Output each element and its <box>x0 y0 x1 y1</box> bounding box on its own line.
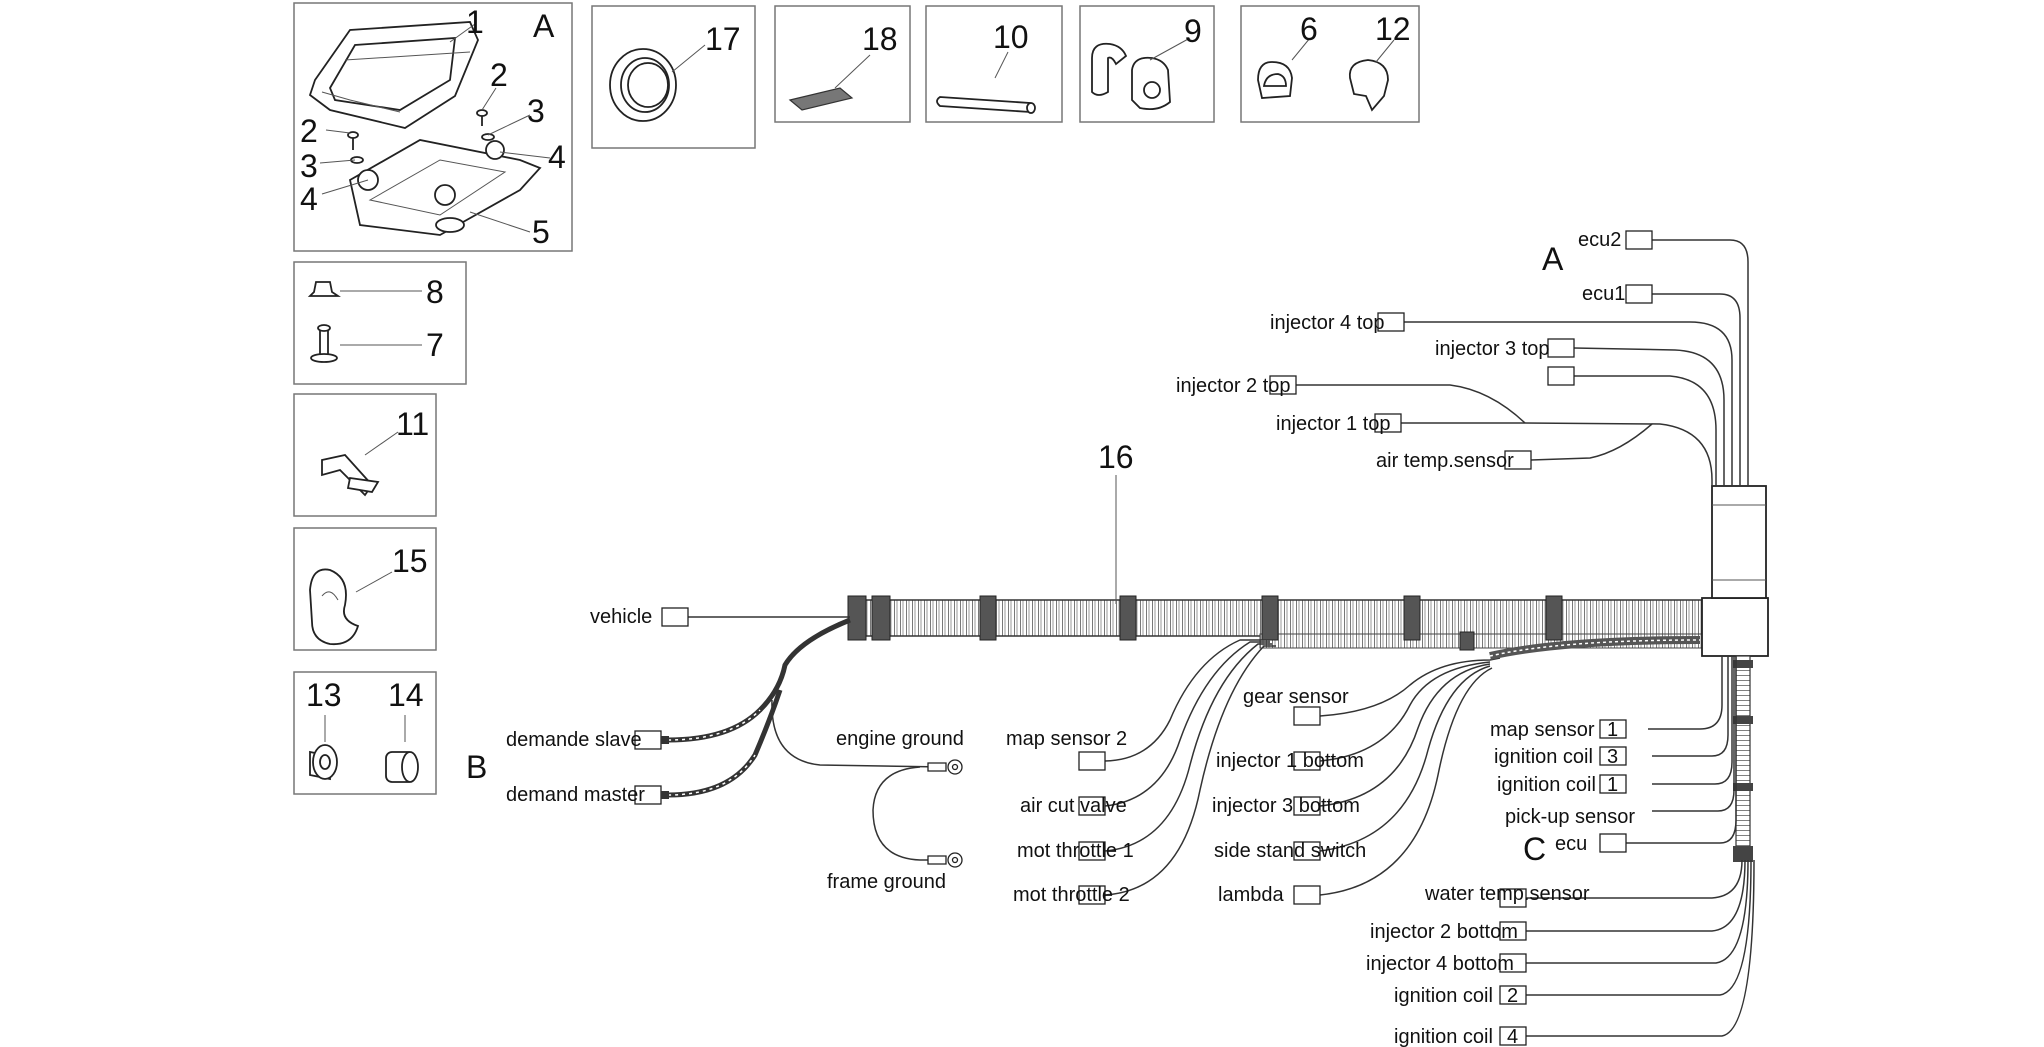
label-injector-3-bottom: injector 3 bottom <box>1212 795 1360 817</box>
part-number-4: 4 <box>548 139 566 175</box>
label-ignition-coil-4: ignition coil <box>1394 1026 1493 1047</box>
part-number-3-left: 3 <box>300 148 318 184</box>
label-frame-ground: frame ground <box>827 871 946 893</box>
label-ecu1: ecu1 <box>1582 283 1625 305</box>
label-injector-2-top: injector 2 top <box>1176 375 1291 397</box>
label-ignition-coil-2: ignition coil <box>1394 985 1493 1007</box>
part-number-10: 10 <box>993 19 1029 55</box>
pin-number-ignition-coil-1: 1 <box>1607 774 1618 796</box>
part-number-17: 17 <box>705 21 741 57</box>
panel-ecu-assembly: 1 A 2 3 4 2 3 4 5 <box>293 2 573 252</box>
panel-clip-11: 11 <box>293 393 437 517</box>
pin-number-ignition-coil-3: 3 <box>1607 746 1618 768</box>
part-number-7: 7 <box>426 327 444 363</box>
section-label-a-inset: A <box>533 8 555 44</box>
part-number-4-left: 4 <box>300 181 318 217</box>
section-label-c: C <box>1523 831 1546 867</box>
section-label-b: B <box>466 749 487 785</box>
part-number-3: 3 <box>527 93 545 129</box>
part-number-2-left: 2 <box>300 113 318 149</box>
label-gear-sensor: gear sensor <box>1243 686 1349 708</box>
label-ecu: ecu <box>1555 833 1587 855</box>
part-number-1: 1 <box>466 4 484 40</box>
left-wires <box>667 616 963 868</box>
connector-boxes <box>634 230 1653 973</box>
part-number-8: 8 <box>426 274 444 310</box>
label-water-temp-sensor: water temp.sensor <box>1424 883 1590 905</box>
pin-boxes: 1 3 1 2 4 <box>1499 719 1627 1047</box>
pin-number-ignition-coil-2: 2 <box>1507 985 1518 1007</box>
label-mot-throttle-1: mot throttle 1 <box>1017 840 1134 862</box>
top-labels: ecu2 ecu1 injector 4 top injector 3 top … <box>1176 229 1625 472</box>
panel-grommet-17: 17 <box>591 5 756 149</box>
panel-bushings-13-14: 13 14 <box>293 671 437 795</box>
left-labels: vehicle demande slave demand master engi… <box>506 606 964 893</box>
part-number-12: 12 <box>1375 11 1411 47</box>
middle-wires <box>1104 639 1276 896</box>
label-vehicle: vehicle <box>590 606 652 628</box>
panel-tube-10: 10 <box>925 5 1063 123</box>
right-labels: map sensor ignition coil ignition coil p… <box>1366 719 1635 1047</box>
label-pick-up-sensor: pick-up sensor <box>1505 806 1635 828</box>
top-wires <box>1296 239 1749 486</box>
label-injector-3-top: injector 3 top <box>1435 338 1550 360</box>
label-ignition-coil-1: ignition coil <box>1497 774 1596 796</box>
panel-pad-18: 18 <box>774 5 911 123</box>
part-number-14: 14 <box>388 677 424 713</box>
label-air-temp-sensor: air temp.sensor <box>1376 450 1514 472</box>
label-injector-2-bottom: injector 2 bottom <box>1370 921 1518 943</box>
label-lambda: lambda <box>1218 884 1284 906</box>
label-side-stand-switch: side stand switch <box>1214 840 1366 862</box>
label-demande-slave: demande slave <box>506 729 642 751</box>
panel-bracket-15: 15 <box>293 527 437 651</box>
middle-labels: map sensor 2 air cut valve mot throttle … <box>1006 728 1134 906</box>
part-number-6: 6 <box>1300 11 1318 47</box>
panel-clips-9: 9 <box>1079 5 1215 123</box>
part-number-2: 2 <box>490 57 508 93</box>
label-injector-1-bottom: injector 1 bottom <box>1216 750 1364 772</box>
label-mot-throttle-2: mot throttle 2 <box>1013 884 1130 906</box>
section-label-a: A <box>1542 241 1564 277</box>
label-engine-ground: engine ground <box>836 728 964 750</box>
center-wires <box>1319 636 1701 896</box>
part-number-11: 11 <box>396 406 429 442</box>
label-injector-1-top: injector 1 top <box>1276 413 1391 435</box>
panel-fasteners-7-8: 8 7 <box>293 261 467 385</box>
label-injector-4-bottom: injector 4 bottom <box>1366 953 1514 975</box>
pin-number-ignition-coil-4: 4 <box>1507 1026 1518 1047</box>
label-air-cut-valve: air cut valve <box>1020 795 1127 817</box>
label-map-sensor-2: map sensor 2 <box>1006 728 1127 750</box>
label-ecu2: ecu2 <box>1578 229 1621 251</box>
label-ignition-coil-3: ignition coil <box>1494 746 1593 768</box>
part-number-16: 16 <box>1098 439 1134 475</box>
pin-number-map-sensor: 1 <box>1607 719 1618 741</box>
panel-clips-6-12: 6 12 <box>1240 5 1420 123</box>
part-number-15: 15 <box>392 543 428 579</box>
label-map-sensor: map sensor <box>1490 719 1595 741</box>
center-labels: gear sensor injector 1 bottom injector 3… <box>1212 686 1366 906</box>
part-number-18: 18 <box>862 21 898 57</box>
part-number-13: 13 <box>306 677 342 713</box>
label-demand-master: demand master <box>506 784 645 806</box>
label-injector-4-top: injector 4 top <box>1270 312 1385 334</box>
part-number-9: 9 <box>1184 13 1202 49</box>
part-number-5: 5 <box>532 214 550 250</box>
right-wires <box>1526 656 1755 1037</box>
